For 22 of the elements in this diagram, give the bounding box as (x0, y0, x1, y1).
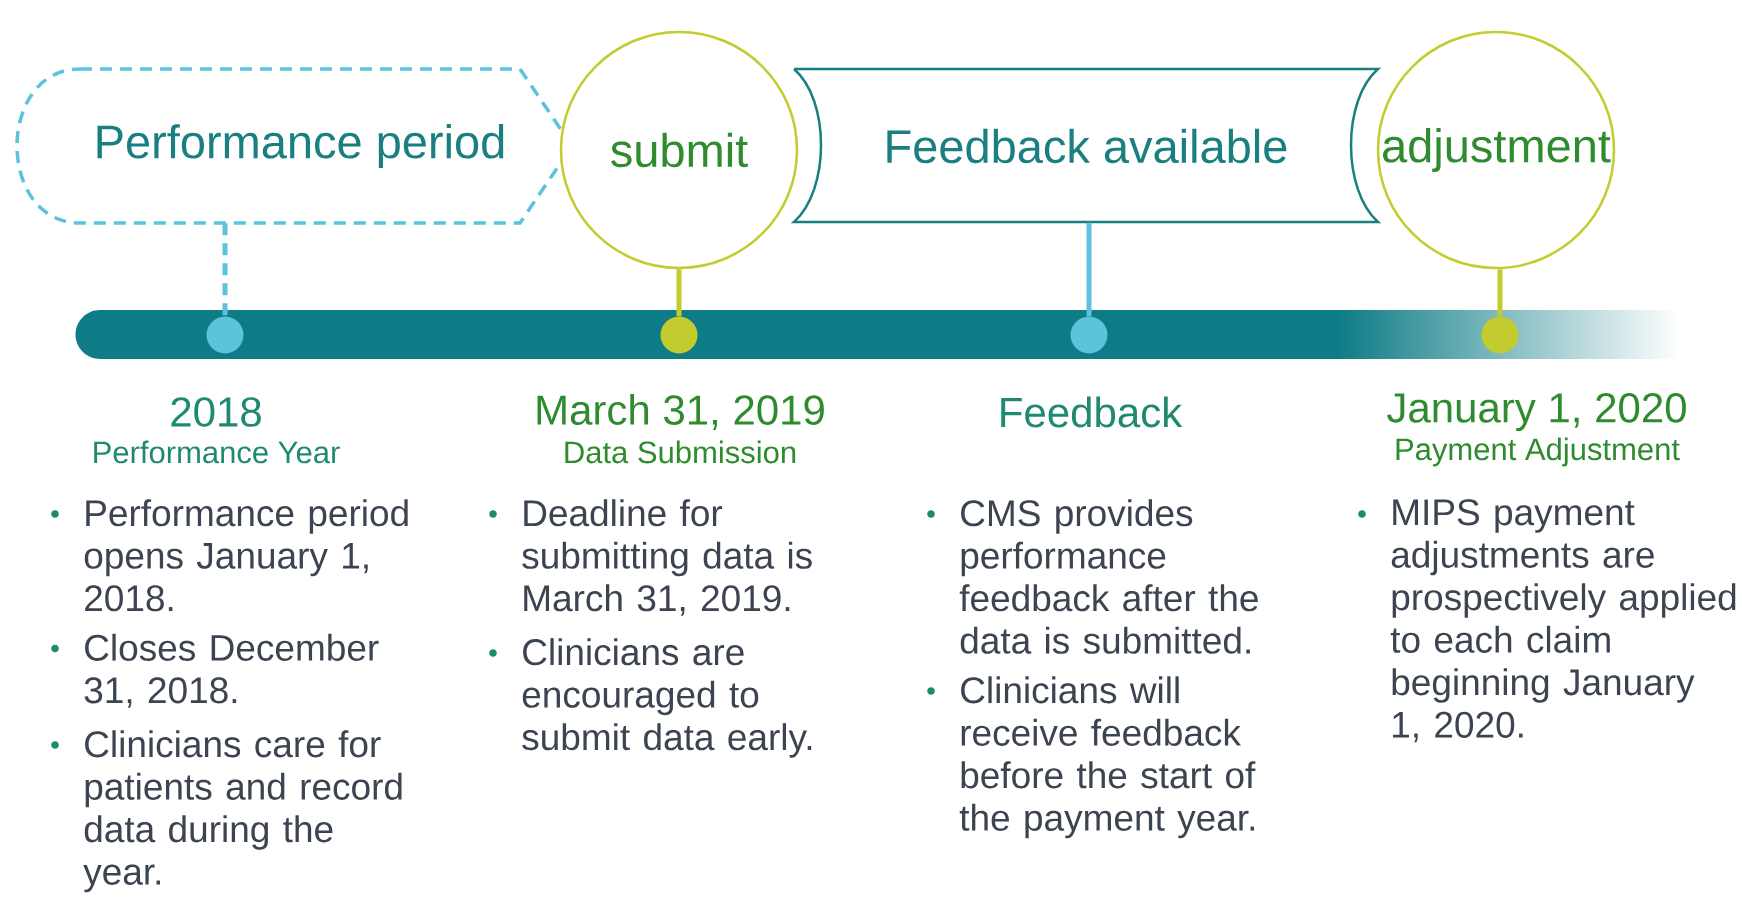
circle-node: adjustment (1376, 30, 1616, 270)
bullet-item: MIPS payment adjustments are prospectively applied to each claim beginning January 1, 2020. (1358, 499, 1736, 743)
circle-node: submit (559, 30, 799, 270)
timeline-dot (660, 316, 698, 354)
bullet-item: CMS provides performance feedback after the data is submitted. (927, 499, 1258, 654)
bullet-item: Closes December 31, 2018. (51, 633, 379, 708)
bullet-item: Clinicians care for patients and record data during the year. (51, 730, 402, 893)
column-subheading: Performance Year (94, 440, 340, 464)
timeline-dot (1481, 316, 1519, 354)
column-subheading: Payment Adjustment (1396, 437, 1680, 467)
bullet-item: Clinicians are encouraged to submit data early. (489, 638, 812, 758)
column-subheading: Data Submission (565, 440, 796, 464)
timeline-dot (1070, 316, 1108, 354)
bullet-item: Clinicians will receive feedback before the start of the payment year. (927, 676, 1256, 839)
connector-line (676, 269, 682, 317)
banner-box: Feedback available (792, 67, 1380, 224)
connector-line (1086, 222, 1092, 317)
bullet-item: Performance period opens January 1, 2018. (51, 499, 408, 612)
connector-line (222, 223, 228, 317)
bullet-item: Deadline for submitting data is March 31, 2019. (489, 499, 812, 616)
timeline-dot (206, 316, 244, 354)
connector-line (1497, 269, 1503, 317)
